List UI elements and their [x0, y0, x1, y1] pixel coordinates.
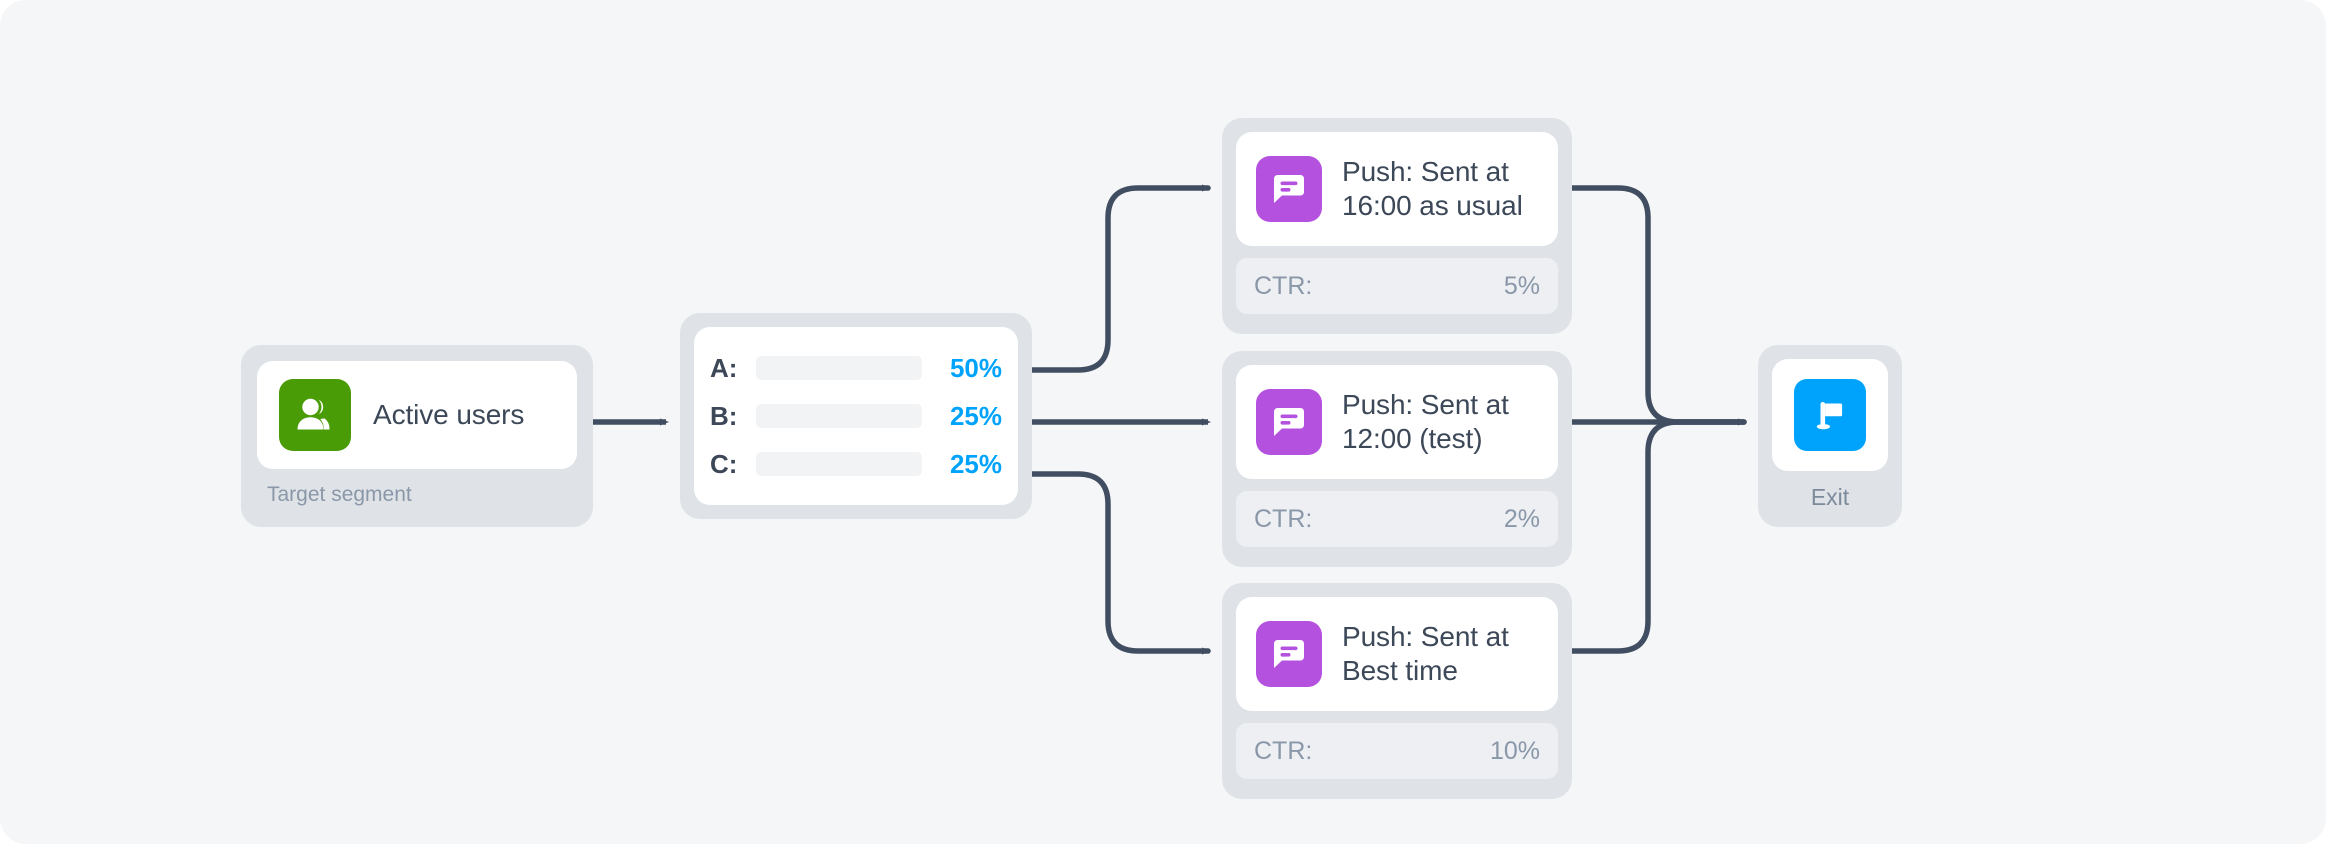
split-track-c: [756, 452, 922, 476]
push-message-icon: [1256, 156, 1322, 222]
edge-push-b-to-exit: [1545, 413, 1748, 431]
ctr-strip: CTR: 10%: [1236, 723, 1558, 779]
edge-split-b-to-push-b: [1005, 413, 1212, 431]
ctr-value: 10%: [1489, 736, 1540, 765]
edge-push-c-to-exit: [1545, 419, 1747, 660]
ctr-label: CTR:: [1254, 271, 1313, 300]
exit-label: Exit: [1810, 484, 1850, 510]
edge-split-c-to-push-c: [1005, 465, 1212, 655]
push-card-body[interactable]: Push: Sent at 12:00 (test): [1236, 365, 1558, 479]
exit-card-body[interactable]: [1772, 359, 1888, 471]
split-row-c[interactable]: C: 25%: [710, 449, 1002, 480]
edge-push-a-to-exit: [1545, 179, 1747, 425]
split-track-a: [756, 356, 922, 380]
ctr-strip: CTR: 5%: [1236, 258, 1558, 314]
node-push-card[interactable]: Push: Sent at Best time CTR: 10%: [1222, 583, 1572, 799]
node-push-card[interactable]: Push: Sent at 16:00 as usual CTR: 5%: [1222, 118, 1572, 334]
split-row-a[interactable]: A: 50%: [710, 353, 1002, 384]
ctr-value: 2%: [1503, 504, 1540, 533]
push-message-icon: [1256, 621, 1322, 687]
split-percent-a: 50%: [949, 352, 1002, 383]
node-exit[interactable]: Exit: [1758, 345, 1902, 527]
push-card-body[interactable]: Push: Sent at Best time: [1236, 597, 1558, 711]
push-card-body[interactable]: Push: Sent at 16:00 as usual: [1236, 132, 1558, 246]
ctr-value: 5%: [1503, 271, 1540, 300]
push-message-icon: [1256, 389, 1322, 455]
edge-split-a-to-push-a: [1005, 184, 1212, 379]
push-title: Push: Sent at 12:00 (test): [1342, 388, 1509, 454]
segment-footer-label: Target segment: [267, 483, 412, 506]
ctr-strip: CTR: 2%: [1236, 491, 1558, 547]
node-ab-split[interactable]: A: 50% B: 25% C: 25%: [680, 313, 1032, 519]
segment-card-body[interactable]: Active users: [257, 361, 577, 469]
split-key-a: A:: [710, 352, 738, 383]
split-percent-c: 25%: [949, 448, 1002, 479]
flag-icon: [1794, 379, 1866, 451]
split-key-c: C:: [710, 448, 738, 479]
push-title: Push: Sent at 16:00 as usual: [1342, 155, 1523, 221]
node-push-card[interactable]: Push: Sent at 12:00 (test) CTR: 2%: [1222, 351, 1572, 567]
ctr-label: CTR:: [1254, 504, 1313, 533]
users-icon: [279, 379, 351, 451]
push-title: Push: Sent at Best time: [1342, 620, 1509, 686]
segment-title: Active users: [373, 398, 525, 430]
ctr-label: CTR:: [1254, 736, 1313, 765]
split-track-b: [756, 404, 922, 428]
split-percent-b: 25%: [949, 400, 1002, 431]
node-target-segment[interactable]: Active users Target segment: [241, 345, 593, 527]
split-row-b[interactable]: B: 25%: [710, 401, 1002, 432]
split-card-body[interactable]: A: 50% B: 25% C: 25%: [694, 327, 1018, 505]
split-key-b: B:: [710, 400, 738, 431]
